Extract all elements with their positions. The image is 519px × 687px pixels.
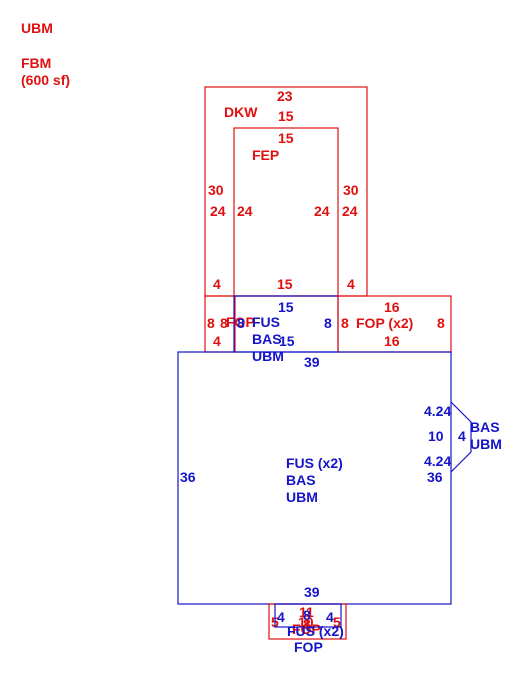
fus-small-top-dim: 15 — [278, 299, 294, 315]
main-bottom-dim: 39 — [304, 584, 320, 600]
fop-x2-label: FOP (x2) — [356, 315, 413, 331]
legend-ubm: UBM — [21, 20, 53, 36]
dkw-bottom-right-dim: 4 — [347, 276, 355, 292]
fus-small-ubm: UBM — [252, 348, 284, 364]
fep-left-dim: 24 — [210, 203, 226, 219]
fop-x2-left-dim: 8 — [341, 315, 349, 331]
fep-bottom-dim: 15 — [277, 276, 293, 292]
fep-top-dim-2: 15 — [278, 130, 294, 146]
main-top-dim: 39 — [304, 354, 320, 370]
main-left-dim: 36 — [180, 469, 196, 485]
bay-ubm: UBM — [470, 436, 502, 452]
bottom-fus-top-dim: 11 — [299, 604, 314, 620]
fus-small-bas: BAS — [252, 331, 282, 347]
dkw-left-dim: 30 — [208, 182, 224, 198]
bottom-fop-label: FOP — [294, 639, 323, 655]
dkw-bottom-left-dim: 4 — [213, 276, 221, 292]
fop-small-left-dim-2: 8 — [220, 315, 228, 331]
bottom-fop-top-dim: 10 — [298, 614, 314, 630]
bottom-fop-overlay-label: FOP — [292, 621, 321, 637]
main-bas: BAS — [286, 472, 316, 488]
fop-small-label: FOP — [226, 314, 255, 330]
bottom-fus-top-dim-2: 8 — [303, 607, 311, 623]
fus-small-right-dim: 8 — [324, 315, 332, 331]
fop-small-bottom-dim: 4 — [213, 333, 221, 349]
dkw-top-dim: 23 — [277, 88, 293, 104]
dkw-right-dim: 30 — [343, 182, 359, 198]
fus-small-bottom-dim: 15 — [279, 333, 295, 349]
fop-x2-right-dim: 8 — [437, 315, 445, 331]
bottom-fus-right-dim: 4 — [326, 609, 334, 625]
bottom-fus-bottom-dim: 8 — [303, 616, 311, 632]
fep-right-dim-2: 24 — [342, 203, 358, 219]
bay-top-dim: 4.24 — [424, 403, 451, 419]
bay-inner-dim: 4 — [458, 428, 466, 444]
main-right-dim: 36 — [427, 469, 443, 485]
fus-small-left-dim: 8 — [237, 315, 245, 331]
bottom-fop-right-dim: 5 — [333, 614, 341, 630]
main-label: FUS (x2) — [286, 455, 343, 471]
bay-bottom-dim: 4.24 — [424, 453, 451, 469]
fep-left-dim-2: 24 — [237, 203, 253, 219]
bay-middle-dim: 10 — [428, 428, 444, 444]
bottom-fus-outline — [274, 603, 342, 628]
bottom-fus-left-dim: 4 — [277, 609, 285, 625]
bay-outline — [450, 401, 472, 473]
fep-label: FEP — [252, 147, 279, 163]
bay-bas: BAS — [470, 419, 500, 435]
fus-small-label: FUS — [252, 314, 280, 330]
legend-fbm: FBM — [21, 55, 51, 71]
fep-top-dim: 15 — [278, 108, 294, 124]
fop-x2-bottom-dim: 16 — [384, 333, 400, 349]
main-ubm: UBM — [286, 489, 318, 505]
fep-right-dim: 24 — [314, 203, 330, 219]
dkw-label: DKW — [224, 104, 258, 120]
legend-fbm-area: (600 sf) — [21, 72, 70, 88]
fop-small-left-dim: 8 — [207, 315, 215, 331]
fop-x2-top-dim: 16 — [384, 299, 400, 315]
bottom-fus-label: FUS (x2) — [287, 623, 344, 639]
